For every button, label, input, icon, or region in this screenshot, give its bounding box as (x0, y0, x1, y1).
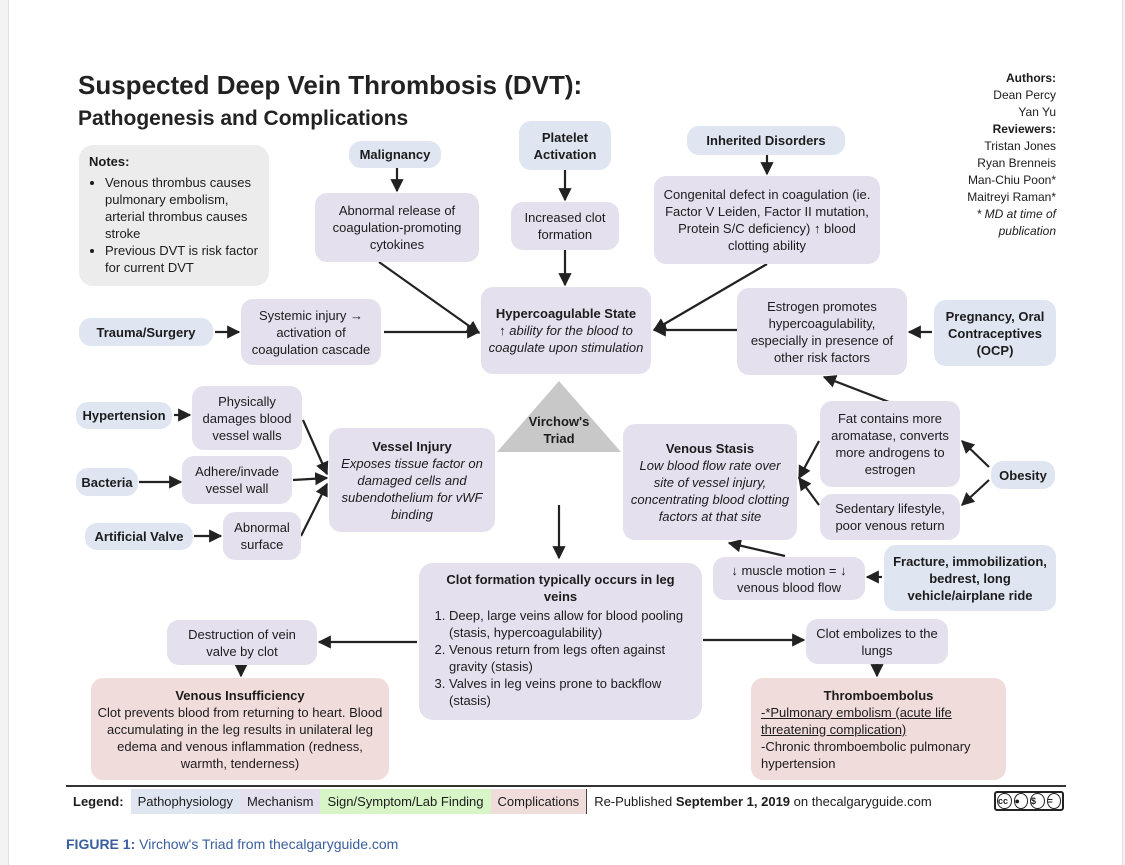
node-fracture-immobilization: Fracture, immobilization, bedrest, long … (884, 545, 1056, 611)
figure-caption: FIGURE 1: Virchow's Triad from thecalgar… (66, 836, 398, 852)
vessel-injury-description: Exposes tissue factor on damaged cells a… (341, 455, 483, 522)
node-vessel-injury: Vessel Injury Exposes tissue factor on d… (329, 428, 495, 532)
virchow-triangle (497, 381, 621, 452)
thromboembolus-pe: -*Pulmonary embolism (acute life threate… (761, 704, 952, 737)
node-estrogen-promotes: Estrogen promotes hypercoagulability, es… (737, 288, 907, 375)
authors-label: Authors: (1006, 71, 1056, 85)
node-abnormal-release: Abnormal release of coagulation-promotin… (315, 193, 479, 262)
node-congenital-defect: Congenital defect in coagulation (ie. Fa… (654, 176, 880, 264)
cc-icon: cc (997, 793, 1012, 809)
clot-reason: Valves in leg veins prone to backflow (s… (449, 675, 692, 709)
node-hypertension: Hypertension (76, 402, 172, 429)
republished-suffix: on thecalgaryguide.com (793, 793, 932, 809)
figure-label: FIGURE 1: (66, 836, 136, 852)
vessel-injury-title: Vessel Injury (372, 438, 452, 454)
node-hypercoagulable-state: Hypercoagulable State ↑ ability for the … (481, 287, 651, 374)
note-item: Venous thrombus causes pulmonary embolis… (105, 174, 259, 242)
node-abnormal-surface: Abnormal surface (223, 512, 301, 560)
node-fat-aromatase: Fat contains more aromatase, converts mo… (820, 401, 960, 487)
venous-insufficiency-description: Clot prevents blood from returning to he… (97, 704, 383, 771)
node-platelet-activation: Platelet Activation (519, 121, 611, 170)
node-venous-insufficiency: Venous Insufficiency Clot prevents blood… (91, 678, 389, 780)
node-destruction-valve: Destruction of vein valve by clot (167, 620, 317, 665)
legend-complications: Complications (490, 788, 588, 814)
node-thromboembolus: Thromboembolus -*Pulmonary embolism (acu… (751, 678, 1006, 780)
reviewers-label: Reviewers: (992, 122, 1056, 136)
node-obesity: Obesity (991, 461, 1055, 489)
notes-box: Notes: Venous thrombus causes pulmonary … (79, 145, 269, 286)
venous-stasis-title: Venous Stasis (665, 440, 755, 456)
legend-sign-symptom: Sign/Symptom/Lab Finding (320, 788, 491, 814)
guide-page: Suspected Deep Vein Thrombosis (DVT): Pa… (8, 0, 1123, 865)
node-clot-formation: Clot formation typically occurs in leg v… (419, 563, 702, 720)
thromboembolus-cteph: -Chronic thromboembolic pulmonary hypert… (761, 738, 971, 771)
reviewer-name: Maitreyi Raman* (967, 190, 1056, 204)
figure-text: Virchow's Triad from thecalgaryguide.com (139, 836, 399, 852)
page-subtitle: Pathogenesis and Complications (78, 107, 409, 130)
republished-date: September 1, 2019 (675, 793, 791, 809)
node-bacteria: Bacteria (76, 468, 138, 496)
notes-heading: Notes: (89, 154, 130, 169)
legend-pathophysiology: Pathophysiology (130, 788, 240, 814)
node-malignancy: Malignancy (349, 141, 441, 168)
author-name: Yan Yu (1018, 105, 1056, 119)
node-sedentary: Sedentary lifestyle, poor venous return (820, 494, 960, 540)
node-clot-embolizes: Clot embolizes to the lungs (806, 619, 948, 664)
legend-bar: Legend: Pathophysiology Mechanism Sign/S… (66, 785, 1066, 815)
reviewer-name: Man-Chiu Poon* (967, 173, 1056, 187)
venous-stasis-description: Low blood flow rate over site of vessel … (630, 457, 790, 524)
node-muscle-motion: ↓ muscle motion = ↓ venous blood flow (713, 557, 865, 600)
node-pregnancy-ocp: Pregnancy, Oral Contraceptives (OCP) (934, 300, 1056, 366)
legend-label: Legend: (73, 793, 124, 809)
node-increased-clot: Increased clot formation (511, 202, 619, 250)
node-physically-damages: Physically damages blood vessel walls (192, 386, 302, 450)
republished-prefix: Re-Published (594, 793, 673, 809)
author-name: Dean Percy (993, 88, 1056, 102)
hypercoag-title: Hypercoagulable State (495, 306, 637, 321)
connector-arrows (139, 155, 990, 678)
reviewer-name: Ryan Brenneis (977, 156, 1056, 170)
clot-reason: Venous return from legs often against gr… (449, 641, 692, 675)
md-footnote: * MD at time of publication (976, 207, 1056, 238)
republished-note: Re-Published September 1, 2019 on thecal… (587, 789, 939, 814)
by-icon: ● (1013, 793, 1028, 809)
page-title: Suspected Deep Vein Thrombosis (DVT): (78, 70, 583, 100)
cc-license-icon: cc ● $ = (994, 791, 1064, 811)
note-item: Previous DVT is risk factor for current … (105, 242, 259, 276)
node-artificial-valve: Artificial Valve (85, 523, 193, 550)
node-venous-stasis: Venous Stasis Low blood flow rate over s… (623, 424, 797, 540)
reviewer-name: Tristan Jones (984, 139, 1056, 153)
node-inherited-disorders: Inherited Disorders (687, 126, 845, 155)
clot-title: Clot formation typically occurs in leg v… (446, 572, 675, 604)
virchow-triad-label: Virchow's Triad (528, 414, 590, 446)
nc-icon: $ (1030, 793, 1045, 809)
node-adhere-invade: Adhere/invade vessel wall (182, 456, 292, 504)
venous-insufficiency-title: Venous Insufficiency (175, 687, 305, 703)
node-trauma-surgery: Trauma/Surgery (79, 318, 213, 346)
credits: Authors: Dean Percy Yan Yu Reviewers: Tr… (916, 70, 1056, 240)
legend-mechanism: Mechanism (239, 788, 321, 814)
nd-icon: = (1046, 793, 1061, 809)
clot-reason: Deep, large veins allow for blood poolin… (449, 607, 692, 641)
thromboembolus-title: Thromboembolus (823, 687, 934, 703)
hypercoag-description: ↑ ability for the blood to coagulate upo… (488, 323, 644, 355)
node-systemic-injury: Systemic injury → activation of coagulat… (241, 299, 381, 365)
